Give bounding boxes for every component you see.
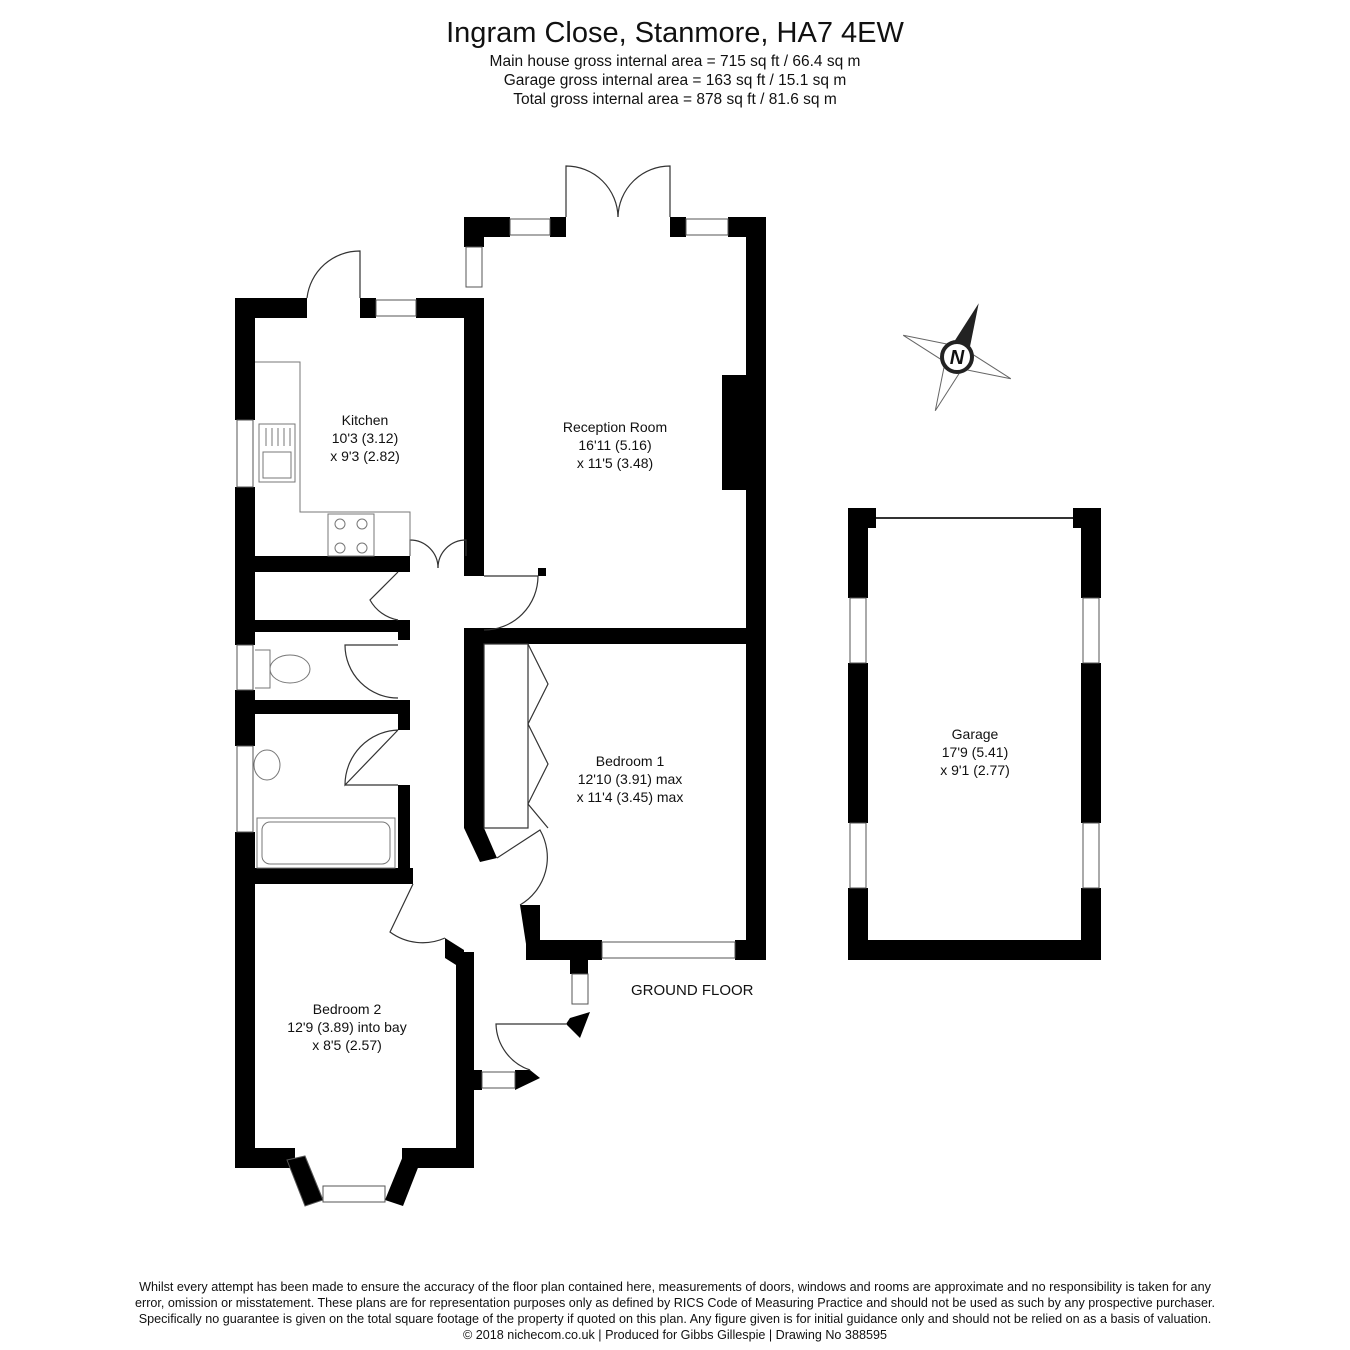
hob-icon — [327, 513, 375, 557]
windows — [236, 218, 1100, 1207]
bedroom1-label: Bedroom 1 12'10 (3.91) max x 11'4 (3.45)… — [555, 752, 705, 806]
reception-label: Reception Room 16'11 (5.16) x 11'5 (3.48… — [545, 418, 685, 472]
bedroom1-dim-2: x 11'4 (3.45) max — [576, 789, 684, 805]
floor-label: GROUND FLOOR — [631, 982, 754, 999]
bedroom2-dim-1: 12'9 (3.89) into bay — [287, 1019, 407, 1035]
copyright-line: © 2018 nichecom.co.uk | Produced for Gib… — [463, 1328, 887, 1342]
garage-name: Garage — [951, 726, 999, 742]
disclaimer-line: Whilst every attempt has been made to en… — [139, 1280, 1211, 1294]
disclaimer-line: error, omission or misstatement. These p… — [135, 1296, 1215, 1310]
cistern-icon — [255, 649, 271, 689]
kitchen-dim-2: x 9'3 (2.82) — [330, 448, 400, 464]
total-area: Total gross internal area = 878 sq ft / … — [513, 91, 837, 108]
compass-north-letter: N — [950, 347, 965, 369]
garage-dim-1: 17'9 (5.41) — [941, 744, 1009, 760]
garage-area: Garage gross internal area = 163 sq ft /… — [503, 72, 847, 89]
bedroom1-name: Bedroom 1 — [595, 753, 665, 769]
reception-name: Reception Room — [562, 419, 668, 435]
bedroom2-label: Bedroom 2 12'9 (3.89) into bay x 8'5 (2.… — [272, 1000, 422, 1054]
kitchen-label: Kitchen 10'3 (3.12) x 9'3 (2.82) — [305, 411, 425, 465]
garage-dim-2: x 9'1 (2.77) — [940, 762, 1010, 778]
compass-rose-icon: N — [902, 303, 1012, 412]
toilet-icon — [269, 654, 311, 684]
bedroom2-name: Bedroom 2 — [312, 1001, 382, 1017]
bedroom1-dim-1: 12'10 (3.91) max — [577, 771, 683, 787]
disclaimer: Whilst every attempt has been made to en… — [40, 1279, 1310, 1343]
kitchen-fittings — [255, 361, 411, 557]
plan-header: Ingram Close, Stanmore, HA7 4EW Main hou… — [0, 14, 1350, 109]
plan-title: Ingram Close, Stanmore, HA7 4EW — [446, 17, 904, 49]
bedroom2-dim-2: x 8'5 (2.57) — [312, 1037, 382, 1053]
reception-dim-1: 16'11 (5.16) — [578, 437, 652, 453]
disclaimer-line: Specifically no guarantee is given on th… — [138, 1312, 1212, 1326]
kitchen-sink-icon — [258, 423, 296, 483]
wardrobe — [483, 643, 549, 829]
bath-icon — [256, 817, 396, 869]
garage-label: Garage 17'9 (5.41) x 9'1 (2.77) — [915, 725, 1035, 779]
doors — [306, 165, 671, 1071]
main-house-area: Main house gross internal area = 715 sq … — [489, 53, 861, 70]
bathroom-fittings — [253, 649, 396, 869]
kitchen-dim-1: 10'3 (3.12) — [331, 430, 399, 446]
kitchen-name: Kitchen — [341, 412, 389, 428]
walls — [235, 217, 1101, 1206]
basin-icon — [253, 749, 281, 781]
reception-dim-2: x 11'5 (3.48) — [576, 455, 654, 471]
